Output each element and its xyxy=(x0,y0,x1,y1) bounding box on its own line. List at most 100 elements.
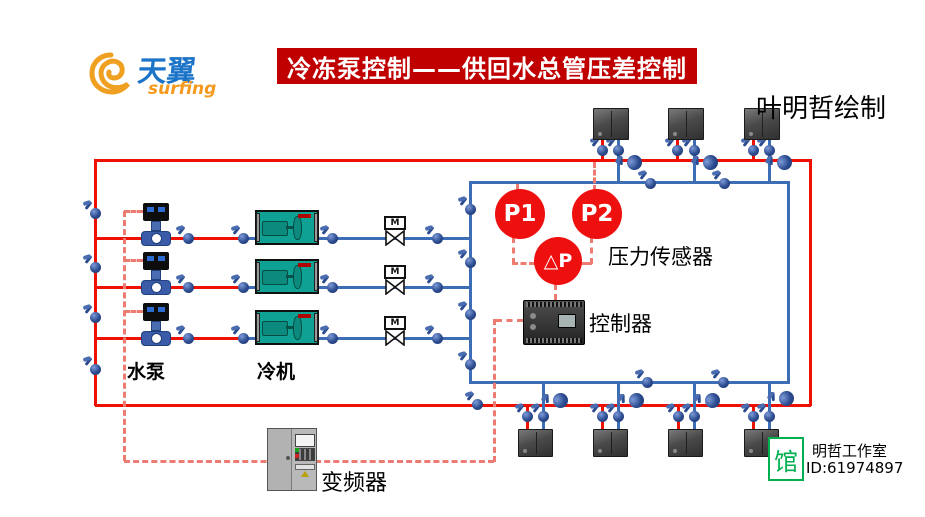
valve-icon xyxy=(596,144,608,156)
signal-p1-to-dp-h xyxy=(512,262,535,265)
fan-coil-unit-icon xyxy=(668,108,704,140)
pump-icon xyxy=(141,252,171,296)
butterfly-valve-icon xyxy=(385,279,405,295)
valve-icon xyxy=(688,144,700,156)
valve-icon xyxy=(464,256,476,268)
valve-icon xyxy=(672,410,684,422)
signal-pump3-tap xyxy=(124,310,143,313)
pipe-bot-fcu3-blue-branch xyxy=(692,383,696,429)
valve-icon xyxy=(182,232,194,244)
sensor-p1-badge: P1 xyxy=(495,189,545,239)
valve-icon xyxy=(464,308,476,320)
valve-icon xyxy=(89,311,101,323)
valve-icon xyxy=(431,232,443,244)
pipe-row1-blue xyxy=(245,236,470,240)
controller-label: 控制器 xyxy=(589,312,652,336)
valve-icon xyxy=(537,410,549,422)
valve-icon xyxy=(89,363,101,375)
signal-pump2-tap xyxy=(124,259,143,262)
fan-coil-unit-icon xyxy=(593,108,629,140)
valve-icon xyxy=(326,332,338,344)
valve-icon xyxy=(237,332,249,344)
pipe-supply-top-main xyxy=(468,180,790,184)
pipe-return-left-main xyxy=(93,158,97,406)
signal-p1-to-dp-v xyxy=(512,237,515,264)
pipe-bot-fcu1-blue-branch xyxy=(541,383,545,429)
fan-coil-unit-icon xyxy=(593,429,628,457)
chiller-icon xyxy=(255,259,319,294)
swirl-logo-icon xyxy=(89,52,130,95)
pump-icon xyxy=(141,203,171,247)
valve-icon xyxy=(717,376,729,388)
motor-valve-actuator: M xyxy=(384,265,406,279)
pump-label: 水泵 xyxy=(127,361,166,383)
valve-icon xyxy=(431,281,443,293)
author-credit: 叶明哲绘制 xyxy=(756,94,887,124)
valve-icon xyxy=(596,410,608,422)
pipe-supply-left-main xyxy=(468,180,472,384)
valve-icon xyxy=(644,177,656,189)
fan-coil-unit-icon xyxy=(518,429,553,457)
valve-icon xyxy=(747,410,759,422)
chiller-icon xyxy=(255,210,319,245)
valve-icon xyxy=(671,144,683,156)
balancing-valve-icon xyxy=(625,389,647,411)
pump-icon xyxy=(141,303,171,347)
chiller-label: 冷机 xyxy=(257,361,296,383)
studio-seal: 馆 xyxy=(768,437,804,481)
valve-icon xyxy=(763,410,775,422)
valve-icon xyxy=(182,281,194,293)
balancing-valve-icon xyxy=(701,389,723,411)
valve-icon xyxy=(326,281,338,293)
title-banner: 冷冻泵控制——供回水总管压差控制 xyxy=(277,48,697,84)
pipe-return-right-main xyxy=(808,158,812,406)
pipe-supply-right-main xyxy=(786,180,790,384)
studio-name: 明哲工作室 xyxy=(812,442,888,460)
fan-coil-unit-icon xyxy=(668,429,703,457)
vfd-cabinet-icon xyxy=(267,428,317,491)
valve-icon xyxy=(89,207,101,219)
signal-controller-out-h xyxy=(496,319,523,322)
valve-icon xyxy=(471,398,483,410)
signal-pump1-tap xyxy=(124,210,143,213)
pipe-row2-blue xyxy=(245,285,470,289)
valve-icon xyxy=(431,332,443,344)
pipe-return-bottom-main xyxy=(95,403,811,407)
fan-coil-unit-icon xyxy=(744,108,780,140)
valve-icon xyxy=(521,410,533,422)
signal-vfd-to-pumps-riser xyxy=(123,211,126,461)
pipe-return-top-main xyxy=(95,158,810,162)
butterfly-valve-icon xyxy=(385,230,405,246)
valve-icon xyxy=(612,410,624,422)
valve-icon xyxy=(326,232,338,244)
balancing-valve-icon xyxy=(773,151,795,173)
signal-p2-tap xyxy=(593,162,596,191)
controller-icon xyxy=(523,300,585,345)
valve-icon xyxy=(464,358,476,370)
studio-id: ID:61974897 xyxy=(806,459,904,477)
valve-icon xyxy=(464,203,476,215)
pipe-bot-fcu2-blue-branch xyxy=(616,383,620,429)
balancing-valve-icon xyxy=(549,389,571,411)
valve-icon xyxy=(612,144,624,156)
valve-icon xyxy=(718,177,730,189)
valve-icon xyxy=(182,332,194,344)
pressure-sensor-label: 压力传感器 xyxy=(608,245,713,269)
butterfly-valve-icon xyxy=(385,330,405,346)
signal-controller-down xyxy=(493,319,496,462)
valve-icon xyxy=(89,261,101,273)
sensor-dp-badge: △P xyxy=(534,237,582,285)
motor-valve-actuator: M xyxy=(384,216,406,230)
valve-icon xyxy=(763,144,775,156)
signal-p2-to-dp-v xyxy=(590,237,593,264)
motor-valve-actuator: M xyxy=(384,316,406,330)
pipe-row3-blue xyxy=(245,336,470,340)
signal-p1-tap xyxy=(516,184,519,192)
valve-icon xyxy=(688,410,700,422)
pipe-supply-bottom-main xyxy=(468,380,790,384)
valve-icon xyxy=(237,232,249,244)
sensor-p2-badge: P2 xyxy=(572,189,622,239)
balancing-valve-icon xyxy=(623,151,645,173)
valve-icon xyxy=(237,281,249,293)
